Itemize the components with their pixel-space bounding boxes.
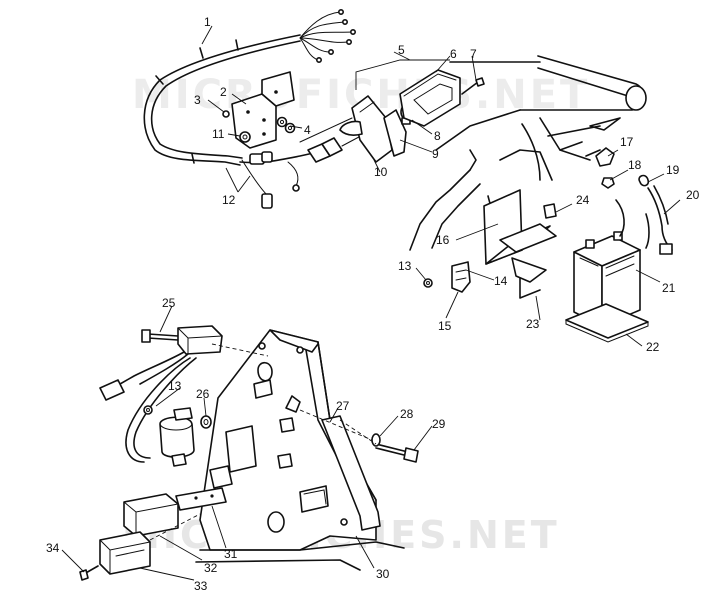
battery-terminal	[638, 174, 650, 187]
voltage-regulator	[451, 261, 471, 293]
callout-labels: 1 2 3 4 5 6 7 8 9 10 11 12 13 14 15 16 1…	[46, 15, 700, 593]
callout-13-upper: 13	[398, 259, 412, 273]
callout-13-lower: 13	[168, 379, 182, 393]
callout-12: 12	[222, 193, 236, 207]
screw	[79, 565, 99, 581]
callout-10: 10	[374, 165, 388, 179]
nut	[423, 278, 433, 288]
callout-33: 33	[194, 579, 208, 593]
callout-15: 15	[438, 319, 452, 333]
nut	[143, 405, 153, 415]
bolt	[375, 443, 419, 463]
callout-16: 16	[436, 233, 450, 247]
callout-25: 25	[162, 296, 176, 310]
callout-20: 20	[686, 188, 700, 202]
callout-4: 4	[304, 123, 311, 137]
bolt	[141, 329, 179, 343]
callout-18: 18	[628, 158, 642, 172]
spacer	[543, 203, 557, 219]
fuse-cover	[99, 531, 151, 575]
callout-6: 6	[450, 47, 457, 61]
electrical-panel	[195, 329, 405, 571]
callout-34: 34	[46, 541, 60, 555]
callout-32: 32	[204, 561, 218, 575]
nut-pair	[276, 116, 296, 134]
callout-17: 17	[620, 135, 634, 149]
battery	[573, 199, 650, 327]
callout-24: 24	[576, 193, 590, 207]
washer	[200, 415, 212, 429]
washer	[371, 433, 381, 447]
callout-30: 30	[376, 567, 390, 581]
callout-9: 9	[432, 147, 439, 161]
callout-5: 5	[398, 43, 405, 57]
callout-31: 31	[224, 547, 238, 561]
battery-box-bracket	[483, 189, 557, 299]
leader-lines	[61, 25, 681, 581]
fuse-holder-bracket	[123, 487, 227, 537]
callout-21: 21	[662, 281, 676, 295]
battery-pad	[565, 303, 649, 343]
callout-19: 19	[666, 163, 680, 177]
voltage-regulator	[99, 325, 269, 463]
callout-14: 14	[494, 274, 508, 288]
callout-8: 8	[434, 129, 441, 143]
callout-3: 3	[194, 93, 201, 107]
boot	[595, 147, 615, 167]
callout-29: 29	[432, 417, 446, 431]
callout-28: 28	[400, 407, 414, 421]
harness-connector	[307, 129, 373, 163]
nut	[239, 131, 251, 143]
callout-2: 2	[220, 85, 227, 99]
lens-screw	[461, 77, 485, 95]
callout-22: 22	[646, 340, 660, 354]
mounting-plate	[321, 415, 381, 531]
wiring-harness	[143, 9, 356, 209]
screw	[222, 110, 230, 118]
callout-27: 27	[336, 399, 350, 413]
nut	[601, 177, 615, 189]
callout-1: 1	[204, 15, 211, 29]
callout-26: 26	[196, 387, 210, 401]
fuse-holder	[159, 407, 195, 467]
callout-11: 11	[212, 127, 225, 141]
callout-23: 23	[526, 317, 540, 331]
battery-cable	[647, 185, 673, 255]
callout-7: 7	[470, 47, 477, 61]
